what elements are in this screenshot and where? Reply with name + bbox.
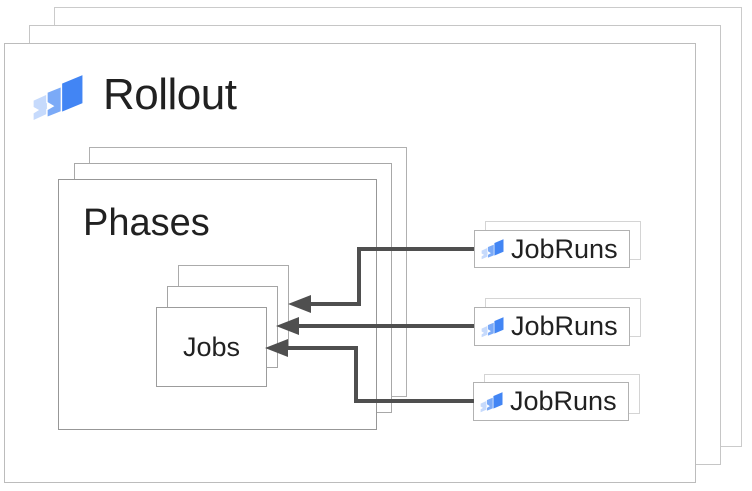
jobs-card-front: Jobs [156, 307, 267, 387]
jobruns-label: JobRuns [511, 311, 618, 341]
phases-title: Phases [83, 202, 210, 244]
jobruns-label: JobRuns [511, 233, 618, 264]
cloud-deploy-icon [481, 238, 505, 260]
jobruns-2-card: JobRuns [474, 307, 630, 346]
rollout-title: Rollout [103, 70, 237, 119]
cloud-deploy-icon [481, 315, 505, 337]
cloud-deploy-icon [480, 390, 504, 412]
jobs-label: Jobs [182, 331, 241, 362]
jobruns-3-card: JobRuns [473, 382, 629, 421]
cloud-deploy-icon [33, 72, 84, 120]
jobruns-label: JobRuns [510, 386, 617, 416]
jobruns-1-card: JobRuns [474, 230, 630, 268]
